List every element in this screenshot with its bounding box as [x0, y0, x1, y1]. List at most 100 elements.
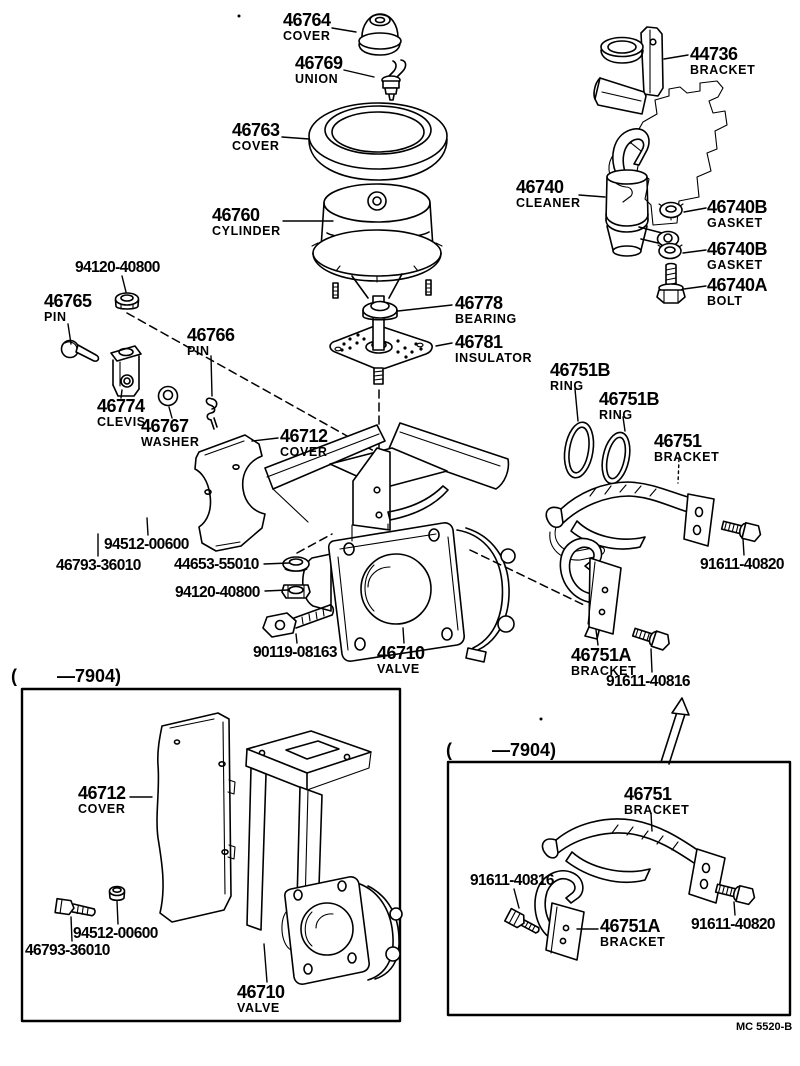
drawing-code: MC 5520-B	[736, 1021, 793, 1033]
part-number: 46751B	[599, 389, 660, 409]
part-number: 46751A	[600, 916, 661, 936]
part-number: 46740A	[707, 275, 768, 295]
inset-left-caption: ( —7904)	[11, 666, 122, 686]
part-label-46751b-right: 46751B RING	[599, 389, 660, 422]
part-number: 46712	[280, 426, 328, 446]
part-label-46778: 46778 BEARING	[455, 294, 517, 326]
part-name: BRACKET	[600, 935, 666, 949]
inset-part-label-94512: 94512-00600	[73, 925, 158, 942]
part-number: 46778	[455, 293, 503, 313]
part-name: CLEVIS	[97, 415, 146, 429]
part-label-46740b-upper: 46740B GASKET	[707, 197, 768, 230]
washer-46767-drawing	[157, 385, 179, 407]
cover-46763-drawing	[308, 102, 448, 181]
cover-46764-drawing	[358, 13, 402, 56]
inset-cover-46712-drawing	[156, 712, 236, 923]
inset-part-label-91611-40820: 91611-40820	[691, 916, 776, 933]
inset-right-caption: ( —7904)	[446, 740, 557, 760]
part-label-46764: 46764 COVER	[283, 11, 331, 43]
part-name: BRACKET	[654, 450, 720, 464]
part-name: BEARING	[455, 312, 517, 326]
part-label-94120-top: 94120-40800	[75, 259, 160, 276]
part-name: CYLINDER	[212, 224, 281, 238]
part-name: UNION	[295, 72, 339, 86]
bolt-90119-drawing	[262, 604, 335, 638]
part-number: 46774	[97, 396, 145, 416]
inset-part-label-91611-40816: 91611-40816	[470, 872, 555, 889]
part-name: CLEANER	[516, 196, 581, 210]
inset-valve-46710-drawing	[281, 876, 403, 985]
part-label-46765: 46765 PIN	[44, 292, 92, 324]
part-name: VALVE	[237, 1001, 280, 1015]
cover-46712-drawing	[194, 434, 266, 552]
part-label-46763: 46763 COVER	[232, 121, 280, 153]
part-label-46793: 46793-36010	[56, 557, 141, 574]
part-label-46740b-lower: 46740B GASKET	[707, 239, 768, 272]
cylinder-46760-drawing	[311, 183, 443, 299]
part-label-46767: 46767 WASHER	[141, 417, 199, 449]
part-number: 46740B	[707, 197, 768, 217]
part-number: 46769	[295, 53, 343, 73]
ring-46751b-right-drawing	[601, 431, 631, 485]
inset-part-label-46751: 46751 BRACKET	[624, 785, 689, 817]
inset-part-label-46751a: 46751A BRACKET	[600, 917, 665, 949]
part-number: 46781	[455, 332, 503, 352]
part-label-46751b-left: 46751B RING	[550, 360, 611, 393]
part-number: 46751A	[571, 645, 632, 665]
part-label-46769: 46769 UNION	[295, 54, 343, 86]
bearing-46778-drawing	[362, 300, 398, 321]
inset-bolt-46793-drawing	[54, 897, 96, 917]
part-number: 46740B	[707, 239, 768, 259]
nut-94120-top-drawing	[114, 292, 140, 310]
part-label-46740a: 46740A BOLT	[707, 275, 768, 308]
inset-bolt-91611-40820-drawing	[714, 883, 756, 906]
part-number: 46764	[283, 10, 331, 30]
pin-46765-drawing	[60, 339, 100, 362]
part-label-46712: 46712 COVER	[280, 427, 328, 459]
mounting-bracket-drawing	[264, 422, 510, 531]
inset-part-label-46793: 46793-36010	[25, 942, 110, 959]
part-number: 46740	[516, 177, 564, 197]
part-number: 46712	[78, 783, 126, 803]
part-label-91611-40816: 91611-40816	[606, 673, 691, 690]
part-number: 46760	[212, 205, 260, 225]
part-name: BRACKET	[624, 803, 690, 817]
ring-46751b-left-drawing	[563, 421, 595, 479]
part-label-94512: 94512-00600	[104, 536, 189, 553]
part-name: PIN	[44, 310, 67, 324]
inset-bolt-91611-40816-drawing	[503, 907, 540, 934]
part-name: RING	[550, 379, 584, 393]
union-46769-drawing	[381, 59, 407, 101]
part-number: 46710	[377, 643, 425, 663]
bolt-46740a-drawing	[656, 262, 686, 304]
part-label-44736: 44736 BRACKET	[690, 45, 755, 77]
cleaner-46740-drawing	[605, 128, 680, 257]
part-name: GASKET	[707, 216, 763, 230]
part-label-44653: 44653-55010	[174, 556, 259, 573]
leader-lines	[67, 27, 745, 983]
part-number: 46751B	[550, 360, 611, 380]
part-number: 46766	[187, 325, 235, 345]
part-label-91611-40820: 91611-40820	[700, 556, 785, 573]
nut-94120-mid-drawing	[281, 584, 311, 599]
inset-bracket-46751a-drawing	[534, 870, 585, 961]
part-name: COVER	[232, 139, 280, 153]
part-name: VALVE	[377, 662, 420, 676]
washer-44653-drawing	[282, 556, 310, 572]
part-number: 46751	[624, 784, 672, 804]
inset-nut-94512-drawing	[108, 885, 126, 902]
part-label-94120-mid: 94120-40800	[175, 584, 260, 601]
part-name: RING	[599, 408, 633, 422]
bracket-46751a-drawing	[559, 537, 622, 640]
part-label-46766: 46766 PIN	[187, 326, 235, 358]
bolt-91611-40816-drawing	[631, 627, 670, 651]
part-number: 46765	[44, 291, 92, 311]
part-name: COVER	[280, 445, 328, 459]
bracket-44736-drawing	[593, 26, 664, 115]
inset-right-box	[446, 760, 792, 1017]
part-number: 44736	[690, 44, 738, 64]
inset-part-label-46710: 46710 VALVE	[237, 983, 285, 1015]
bolt-91611-40820-drawing	[720, 520, 762, 543]
part-number: 46767	[141, 416, 189, 436]
